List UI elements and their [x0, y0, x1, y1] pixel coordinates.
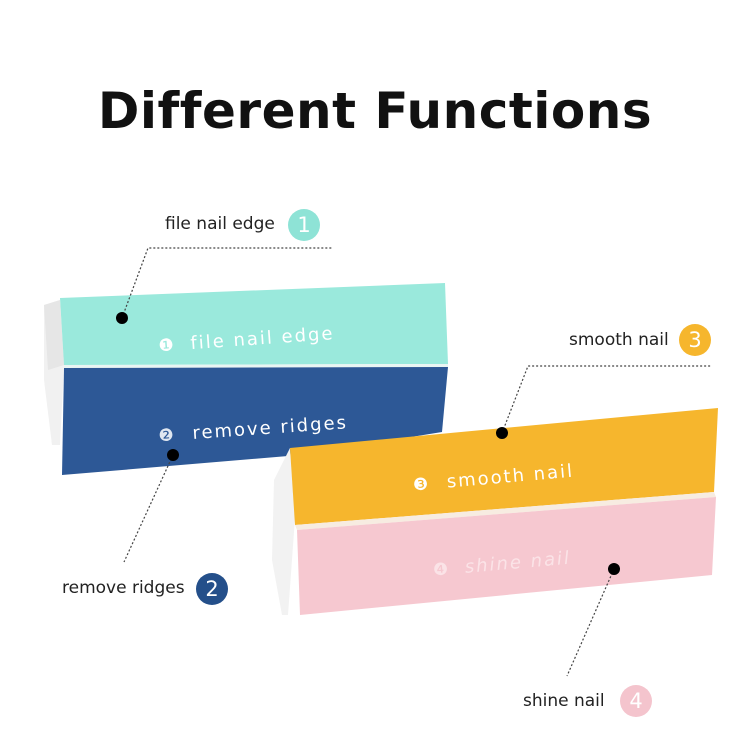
buffer-block-2	[272, 408, 718, 615]
callout-dot-4	[608, 563, 620, 575]
label-smooth-nail: smooth nail	[569, 330, 669, 350]
label-shine-nail: shine nail	[523, 691, 605, 711]
badge-4: 4	[620, 685, 652, 717]
face-smooth-nail	[290, 408, 718, 525]
badge-1: 1	[288, 209, 320, 241]
buffer-block-1	[44, 283, 448, 475]
label-remove-ridges: remove ridges	[62, 578, 185, 598]
svg-text:❶: ❶	[158, 335, 177, 356]
face-shine-nail	[297, 497, 716, 615]
callout-dot-2	[167, 449, 179, 461]
face-file-nail-edge	[60, 283, 448, 365]
svg-text:❸: ❸	[412, 474, 431, 495]
callout-line-4	[566, 568, 615, 677]
svg-text:❷: ❷	[158, 425, 177, 446]
badge-2: 2	[196, 573, 228, 605]
callout-line-1	[121, 247, 333, 319]
callout-line-2	[123, 454, 174, 563]
page-title: Different Functions	[97, 82, 653, 140]
svg-text:❹: ❹	[432, 559, 451, 580]
callout-dot-1	[116, 312, 128, 324]
badge-3: 3	[679, 324, 711, 356]
callout-dot-3	[496, 427, 508, 439]
face-remove-ridges	[62, 367, 448, 475]
label-file-nail-edge: file nail edge	[165, 214, 275, 234]
